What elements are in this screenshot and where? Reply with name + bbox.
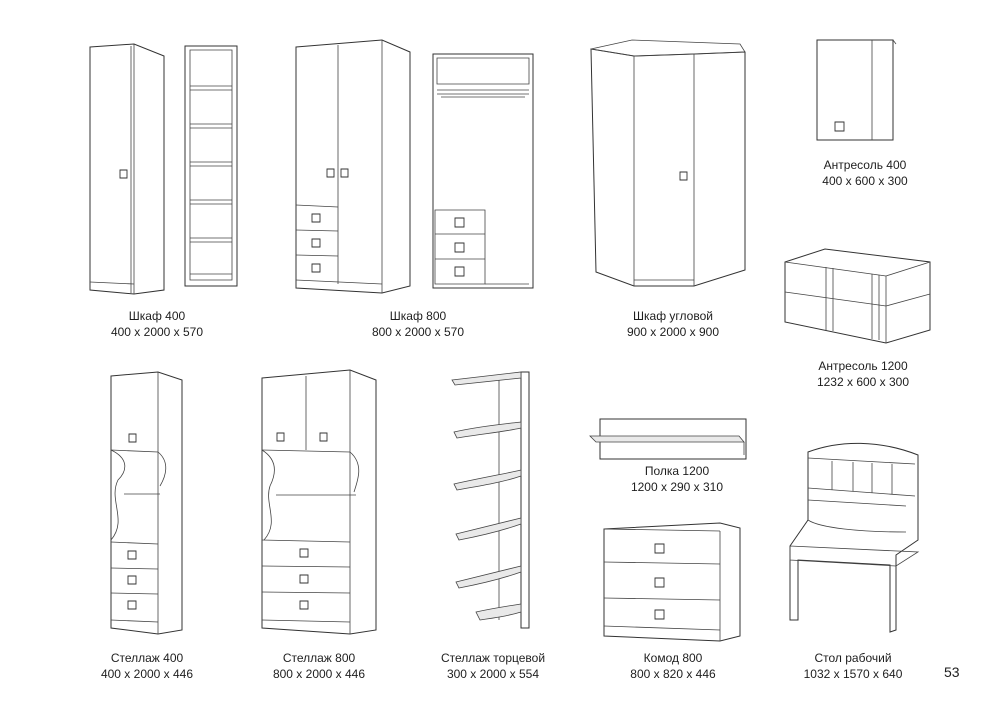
item-dims: 400 x 2000 x 570	[110, 325, 204, 339]
item-dims: 900 x 2000 x 900	[626, 325, 720, 339]
wardrobe-800-open-drawing	[433, 54, 533, 288]
item-dims: 800 x 2000 x 446	[272, 667, 366, 681]
item-dims: 800 x 820 x 446	[630, 667, 716, 681]
caption-rack-800: Стеллаж 800 800 x 2000 x 446	[259, 650, 379, 682]
rack-400-drawing	[111, 372, 182, 634]
wardrobe-400-drawing	[90, 44, 164, 294]
shelf-unit-400-drawing	[185, 46, 237, 286]
end-rack-drawing	[452, 372, 529, 628]
item-name: Комод 800	[643, 651, 703, 665]
item-name: Стол рабочий	[814, 651, 892, 665]
item-name: Шкаф 800	[389, 309, 447, 323]
caption-wardrobe-400: Шкаф 400 400 x 2000 x 570	[97, 308, 217, 340]
item-name: Стеллаж торцевой	[440, 651, 546, 665]
item-dims: 1032 x 1570 x 640	[803, 667, 903, 681]
dresser-800-drawing	[604, 523, 740, 641]
item-name: Шкаф угловой	[633, 309, 713, 323]
item-name: Стеллаж 800	[282, 651, 356, 665]
caption-mezzanine-400: Антресоль 400 400 x 600 x 300	[800, 157, 930, 189]
caption-end-rack: Стеллаж торцевой 300 x 2000 x 554	[428, 650, 558, 682]
item-dims: 800 x 2000 x 570	[371, 325, 465, 339]
item-name: Антресоль 1200	[818, 359, 908, 373]
item-name: Стеллаж 400	[110, 651, 184, 665]
item-name: Полка 1200	[644, 464, 710, 478]
caption-rack-400: Стеллаж 400 400 x 2000 x 446	[87, 650, 207, 682]
wardrobe-800-drawing	[296, 40, 410, 293]
item-name: Антресоль 400	[823, 158, 907, 172]
item-name: Шкаф 400	[128, 309, 186, 323]
caption-corner-wardrobe: Шкаф угловой 900 x 2000 x 900	[608, 308, 738, 340]
corner-wardrobe-drawing	[591, 40, 745, 286]
item-dims: 400 x 2000 x 446	[100, 667, 194, 681]
desk-drawing	[790, 443, 918, 632]
caption-dresser-800: Комод 800 800 x 820 x 446	[608, 650, 738, 682]
item-dims: 300 x 2000 x 554	[446, 667, 540, 681]
item-dims: 400 x 600 x 300	[822, 174, 908, 188]
shelf-1200-drawing	[590, 419, 746, 459]
mezzanine-400-drawing	[817, 40, 896, 140]
caption-shelf-1200: Полка 1200 1200 x 290 x 310	[612, 463, 742, 495]
caption-wardrobe-800: Шкаф 800 800 x 2000 x 570	[353, 308, 483, 340]
caption-desk: Стол рабочий 1032 x 1570 x 640	[788, 650, 918, 682]
page-number: 53	[944, 664, 960, 680]
item-dims: 1232 x 600 x 300	[816, 375, 910, 389]
rack-800-drawing	[262, 370, 376, 634]
mezzanine-1200-drawing	[785, 249, 930, 343]
item-dims: 1200 x 290 x 310	[630, 480, 724, 494]
caption-mezzanine-1200: Антресоль 1200 1232 x 600 x 300	[798, 358, 928, 390]
